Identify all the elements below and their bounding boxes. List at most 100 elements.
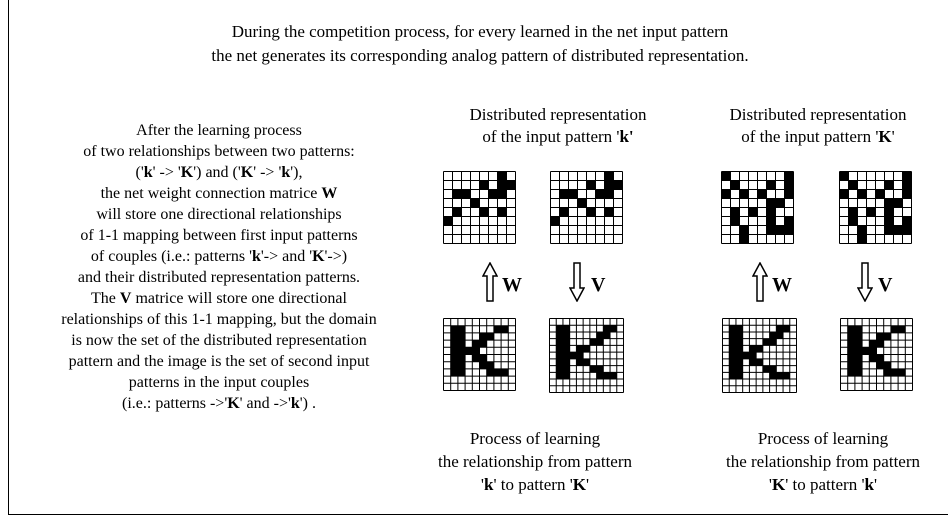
filled-cell bbox=[610, 372, 617, 380]
explanation-line: is now the set of the distributed repres… bbox=[71, 332, 367, 349]
bold-text: k bbox=[864, 475, 874, 494]
filled-cell bbox=[854, 347, 863, 355]
filled-cell bbox=[739, 189, 749, 199]
bold-text: K bbox=[878, 127, 892, 146]
filled-cell bbox=[559, 189, 569, 199]
filled-cell bbox=[735, 358, 743, 366]
filled-cell bbox=[450, 347, 458, 355]
panel-2-heading-line-1: Distributed representation bbox=[729, 105, 907, 124]
filled-cell bbox=[450, 354, 458, 362]
filled-cell bbox=[857, 225, 867, 235]
filled-cell bbox=[876, 332, 884, 341]
figure-frame bbox=[8, 0, 948, 515]
filled-cell bbox=[556, 325, 563, 332]
filled-cell bbox=[735, 372, 743, 380]
filled-cell bbox=[486, 368, 494, 377]
filled-cell bbox=[729, 352, 736, 359]
filled-cell bbox=[556, 358, 563, 366]
filled-cell bbox=[577, 198, 587, 208]
bold-text: K bbox=[240, 164, 254, 181]
panel-2-heading: Distributed representation of the input … bbox=[688, 104, 948, 148]
filled-cell bbox=[757, 189, 767, 199]
filled-cell bbox=[729, 338, 736, 346]
filled-cell bbox=[730, 180, 740, 190]
filled-cell bbox=[869, 347, 877, 355]
filled-cell bbox=[472, 347, 480, 355]
filled-cell bbox=[479, 332, 487, 341]
filled-cell bbox=[902, 216, 912, 226]
filled-cell bbox=[766, 207, 776, 217]
panel-1-distributed-pattern-grid-copy bbox=[550, 171, 623, 244]
filled-cell bbox=[902, 225, 912, 235]
filled-cell bbox=[562, 358, 570, 366]
filled-cell bbox=[729, 331, 736, 339]
filled-cell bbox=[854, 354, 863, 362]
filled-cell bbox=[465, 347, 473, 355]
filled-cell bbox=[604, 207, 614, 217]
panel-2-heading-line-2: of the input pattern 'K' bbox=[741, 127, 895, 146]
filled-cell bbox=[848, 207, 858, 217]
filled-cell bbox=[762, 365, 770, 373]
bold-text: K bbox=[572, 475, 586, 494]
filled-cell bbox=[769, 338, 777, 346]
filled-cell bbox=[876, 340, 884, 348]
filled-cell bbox=[884, 225, 894, 235]
filled-cell bbox=[595, 189, 605, 199]
filled-cell bbox=[762, 338, 770, 346]
filled-cell bbox=[472, 354, 480, 362]
filled-cell bbox=[603, 372, 611, 380]
filled-cell bbox=[501, 368, 509, 377]
filled-cell bbox=[488, 189, 498, 199]
explanation-line: The V matrice will store one directional bbox=[91, 290, 347, 307]
filled-cell bbox=[893, 198, 903, 208]
filled-cell bbox=[596, 331, 604, 339]
filled-cell bbox=[756, 345, 763, 353]
explanation-line: of couples (i.e.: patterns 'k'-> and 'K'… bbox=[90, 248, 348, 265]
filled-cell bbox=[562, 365, 570, 373]
filled-cell bbox=[583, 358, 590, 366]
filled-cell bbox=[556, 345, 563, 353]
filled-cell bbox=[847, 354, 855, 362]
filled-cell bbox=[883, 368, 891, 377]
explanation-line: the net weight connection matrice W bbox=[100, 185, 338, 202]
filled-cell bbox=[729, 345, 736, 353]
filled-cell bbox=[890, 325, 899, 333]
filled-cell bbox=[479, 340, 487, 348]
filled-cell bbox=[457, 368, 466, 377]
filled-cell bbox=[556, 352, 563, 359]
filled-cell bbox=[729, 325, 736, 332]
filled-cell bbox=[556, 331, 563, 339]
filled-cell bbox=[604, 171, 614, 181]
filled-cell bbox=[775, 225, 785, 235]
filled-cell bbox=[576, 358, 584, 366]
filled-cell bbox=[493, 368, 502, 377]
filled-cell bbox=[854, 368, 863, 377]
filled-cell bbox=[775, 198, 785, 208]
filled-cell bbox=[583, 345, 590, 353]
filled-cell bbox=[461, 189, 471, 199]
filled-cell bbox=[875, 189, 885, 199]
filled-cell bbox=[769, 365, 777, 373]
filled-cell bbox=[735, 331, 743, 339]
filled-cell bbox=[769, 331, 777, 339]
bold-text: K bbox=[312, 248, 325, 265]
filled-cell bbox=[883, 361, 891, 369]
filled-cell bbox=[776, 325, 784, 332]
filled-cell bbox=[749, 352, 757, 359]
filled-cell bbox=[596, 338, 604, 346]
filled-cell bbox=[857, 189, 867, 199]
panel-2-v-label: V bbox=[878, 274, 893, 296]
filled-cell bbox=[902, 189, 912, 199]
filled-cell bbox=[862, 347, 870, 355]
filled-cell bbox=[749, 358, 757, 366]
filled-cell bbox=[443, 216, 453, 226]
filled-cell bbox=[847, 332, 855, 341]
filled-cell bbox=[486, 332, 494, 341]
filled-cell bbox=[562, 325, 570, 332]
panel-2-caption-line-1: Process of learning bbox=[757, 429, 889, 448]
filled-cell bbox=[721, 189, 731, 199]
panel-1-v-label: V bbox=[591, 274, 606, 296]
explanation-line: ('k' -> 'K') and ('K' -> 'k'), bbox=[135, 164, 303, 181]
filled-cell bbox=[854, 340, 863, 348]
filled-cell bbox=[450, 340, 458, 348]
